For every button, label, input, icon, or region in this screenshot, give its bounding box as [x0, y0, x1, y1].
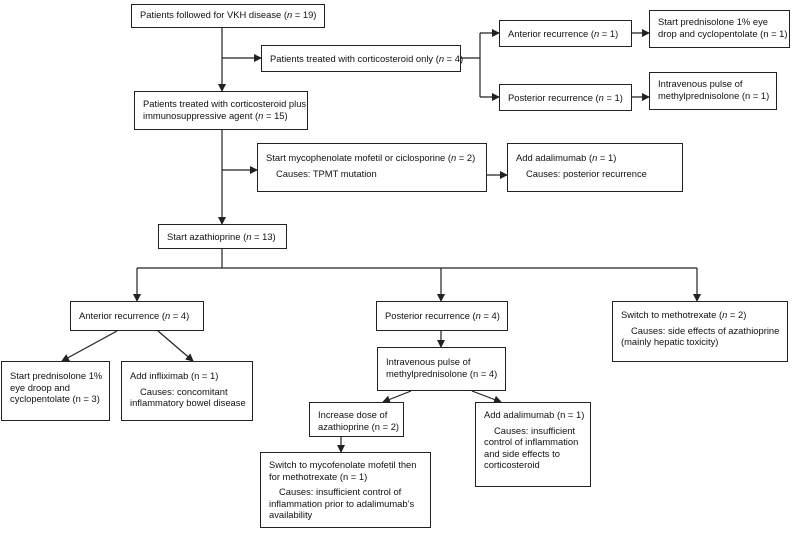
- node-ada-bottom-cause1: Causes: insufficient: [494, 424, 576, 436]
- node-root: Patients followed for VKH disease (n = 1…: [131, 4, 325, 28]
- node-switch-mmf: Switch to mycofenolate mofetil then for …: [260, 452, 431, 528]
- node-cs-only-post-text: Posterior recurrence (n = 1): [508, 92, 623, 103]
- node-pred-drop-line2: eye droop and: [10, 381, 70, 393]
- node-cs-immuno: Patients treated with corticosteroid plu…: [134, 91, 308, 130]
- node-mmf-cicl-cause: Causes: TPMT mutation: [276, 167, 377, 179]
- node-pred-drop-line3: cyclopentolate (n = 3): [10, 393, 100, 404]
- node-ada-bottom-cause4: corticosteroid: [484, 459, 540, 470]
- node-cs-only-text: Patients treated with corticosteroid onl…: [270, 53, 464, 64]
- node-inc-aza: Increase dose of azathioprine (n = 2): [309, 402, 404, 437]
- node-root-text: Patients followed for VKH disease (n = 1…: [140, 9, 317, 20]
- node-cs-only-ant-tx-line1: Start prednisolone 1% eye: [658, 16, 768, 27]
- node-mmf-cicl-line1: Start mycophenolate mofetil or ciclospor…: [266, 152, 476, 163]
- node-infliximab: Add infliximab (n = 1) Causes: concomita…: [121, 361, 253, 421]
- node-switch-mmf-line2: for methotrexate (n = 1): [269, 470, 368, 482]
- node-ada-top-cause: Causes: posterior recurrence: [526, 167, 647, 179]
- node-ada-bottom-line1: Add adalimumab (n = 1): [484, 409, 585, 420]
- node-aza-text: Start azathioprine (n = 13): [167, 231, 276, 242]
- node-mtx: Switch to methotrexate (n = 2) Causes: s…: [612, 301, 788, 362]
- arrow-to-infliximab: [157, 330, 194, 362]
- node-aza: Start azathioprine (n = 13): [158, 224, 287, 249]
- node-cs-only-post-tx-line2: methylprednisolone (n = 1): [658, 89, 770, 101]
- node-inc-aza-line2: azathioprine (n = 2): [318, 420, 400, 432]
- node-mtx-cause2: (mainly hepatic toxicity): [621, 336, 719, 347]
- node-switch-mmf-cause3: availability: [269, 509, 313, 520]
- node-infliximab-cause2: inflammatory bowel disease: [130, 397, 246, 408]
- node-pred-drop: Start prednisolone 1% eye droop and cycl…: [1, 361, 110, 421]
- node-cs-only-ant: Anterior recurrence (n = 1): [499, 20, 632, 47]
- node-switch-mmf-line1: Switch to mycofenolate mofetil then: [269, 459, 417, 470]
- node-ada-bottom: Add adalimumab (n = 1) Causes: insuffici…: [475, 402, 591, 487]
- node-mtx-line1: Switch to methotrexate (n = 2): [621, 309, 747, 320]
- node-ada-bottom-cause3: and side effects to: [484, 447, 560, 459]
- node-post-rec-text: Posterior recurrence (n = 4): [385, 310, 500, 321]
- node-iv-pulse-line1: Intravenous pulse of: [386, 356, 471, 367]
- arrow-to-inc-aza: [382, 390, 412, 404]
- node-cs-only-ant-tx: Start prednisolone 1% eye drop and cyclo…: [649, 10, 790, 48]
- node-ada-top-line1: Add adalimumab (n = 1): [516, 152, 617, 163]
- node-cs-only-ant-tx-line2: drop and cyclopentolate (n = 1): [658, 27, 788, 39]
- node-iv-pulse: Intravenous pulse of methylprednisolone …: [377, 347, 506, 391]
- node-cs-only: Patients treated with corticosteroid onl…: [261, 45, 464, 72]
- node-pred-drop-line1: Start prednisolone 1%: [10, 370, 103, 381]
- node-cs-only-post-tx: Intravenous pulse of methylprednisolone …: [649, 72, 777, 110]
- node-switch-mmf-cause2: inflammation prior to adalimumab’s: [269, 497, 415, 509]
- node-cs-immuno-line2: immunosuppressive agent (n = 15): [143, 109, 288, 121]
- node-mtx-cause1: Causes: side effects of azathioprine: [631, 324, 780, 336]
- node-inc-aza-line1: Increase dose of: [318, 409, 388, 420]
- node-mmf-cicl: Start mycophenolate mofetil or ciclospor…: [257, 143, 487, 192]
- node-infliximab-line1: Add infliximab (n = 1): [130, 370, 219, 381]
- node-ant-rec-text: Anterior recurrence (n = 4): [79, 310, 190, 321]
- node-iv-pulse-line2: methylprednisolone (n = 4): [386, 367, 498, 379]
- node-switch-mmf-cause1: Causes: insufficient control of: [279, 486, 402, 497]
- node-ant-rec: Anterior recurrence (n = 4): [70, 301, 204, 331]
- node-cs-only-ant-text: Anterior recurrence (n = 1): [508, 28, 619, 39]
- arrow-to-pred-drop: [61, 330, 118, 362]
- node-ada-bottom-cause2: control of inflammation: [484, 436, 579, 447]
- arrow-to-ada-bottom: [471, 390, 502, 404]
- node-infliximab-cause1: Causes: concomitant: [140, 385, 228, 397]
- node-cs-only-post: Posterior recurrence (n = 1): [499, 84, 632, 111]
- node-ada-top: Add adalimumab (n = 1) Causes: posterior…: [507, 143, 683, 192]
- node-cs-immuno-line1: Patients treated with corticosteroid plu…: [143, 98, 307, 109]
- node-cs-only-post-tx-line1: Intravenous pulse of: [658, 78, 743, 89]
- node-post-rec: Posterior recurrence (n = 4): [376, 301, 508, 331]
